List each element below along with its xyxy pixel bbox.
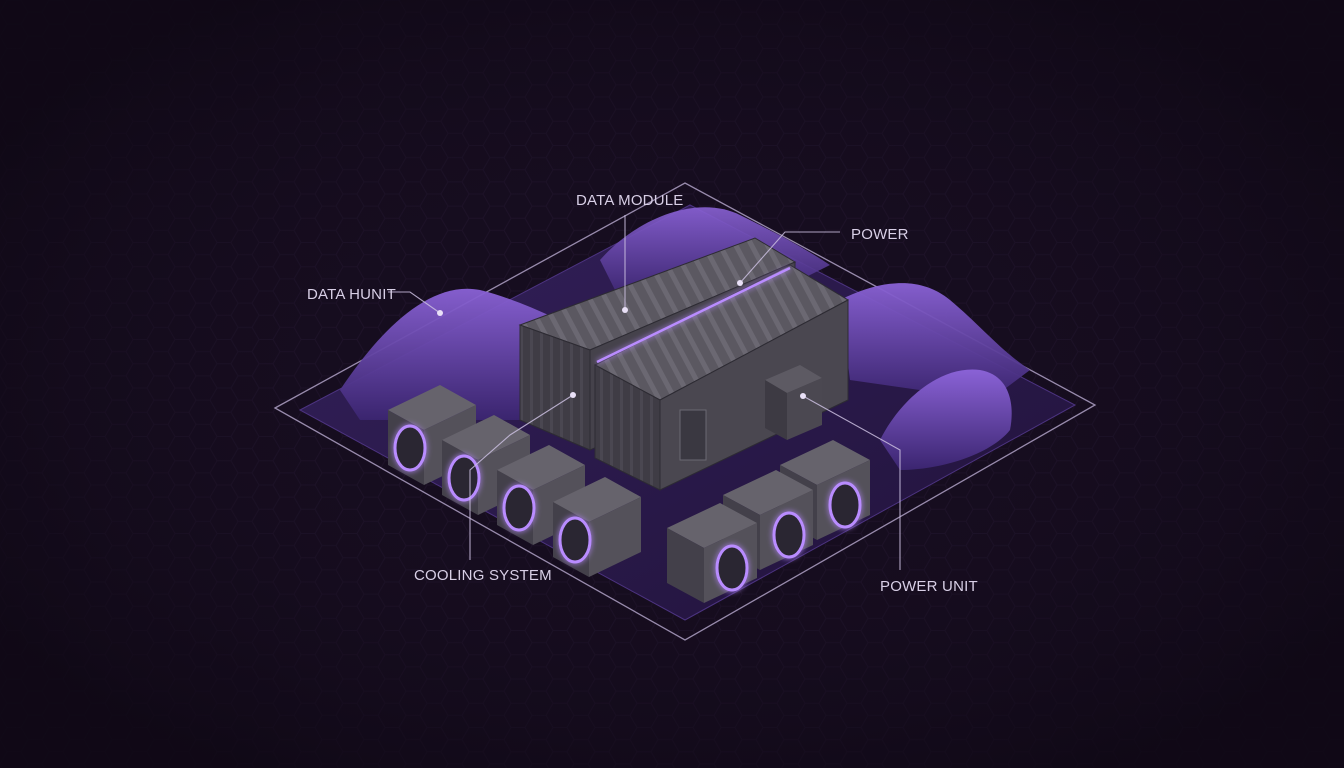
label-power-unit: POWER UNIT bbox=[880, 578, 978, 595]
leader-cooling-system bbox=[469, 394, 574, 560]
leader-data-hunit bbox=[388, 291, 441, 314]
data-module-container-b bbox=[593, 264, 850, 491]
cooling-fan-unit bbox=[553, 477, 641, 577]
cooling-units-left bbox=[388, 385, 641, 577]
callout-leaders bbox=[388, 215, 901, 570]
power-unit-box bbox=[765, 365, 822, 440]
container-glow-seam bbox=[596, 266, 791, 364]
platform-outline bbox=[273, 182, 1097, 641]
cooling-fan-unit bbox=[667, 503, 757, 603]
leader-power-unit bbox=[802, 395, 901, 570]
label-data-module: DATA MODULE bbox=[576, 192, 684, 209]
label-cooling-system: COOLING SYSTEM bbox=[414, 567, 552, 584]
label-power: POWER bbox=[851, 226, 909, 243]
leader-power bbox=[739, 231, 840, 284]
cooling-units-right bbox=[667, 440, 870, 603]
label-data-hunit: DATA HUNIT bbox=[307, 286, 396, 303]
